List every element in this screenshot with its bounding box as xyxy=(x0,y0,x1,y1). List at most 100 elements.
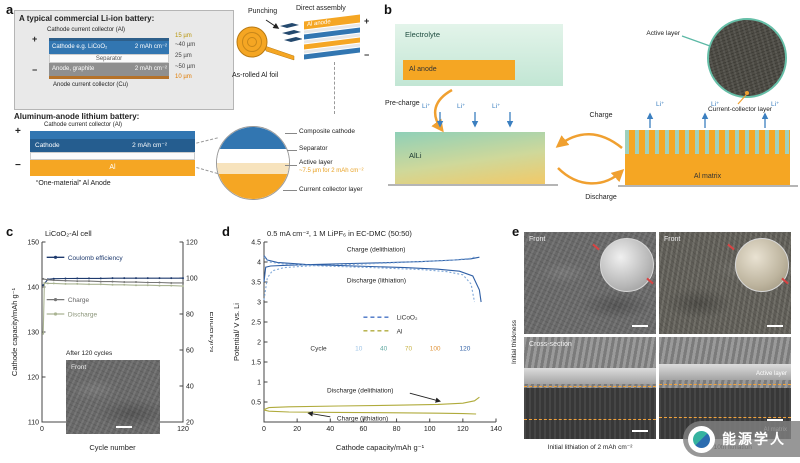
svg-text:Cathode capacity/mAh g⁻¹: Cathode capacity/mAh g⁻¹ xyxy=(336,443,425,452)
matrix-fingers xyxy=(625,130,790,154)
scale-bar xyxy=(632,325,648,327)
al-collector-layer xyxy=(30,131,195,139)
svg-text:0.5 mA cm⁻², 1 M LiPF₆ in EC-D: 0.5 mA cm⁻², 1 M LiPF₆ in EC-DMC (50:50) xyxy=(267,229,412,238)
svg-text:120: 120 xyxy=(27,375,39,382)
li-ion-label-4: Li⁺ xyxy=(656,101,665,108)
svg-text:Charge (lithiation): Charge (lithiation) xyxy=(337,416,388,423)
al-matrix-box: Al matrix xyxy=(625,130,790,185)
al-matrix-label: Al matrix xyxy=(693,172,722,180)
commercial-battery-box: A typical commercial Li-ion battery: Cat… xyxy=(14,10,234,110)
commercial-title: A typical commercial Li-ion battery: xyxy=(19,14,155,23)
cathode-capacity: 2 mAh cm⁻² xyxy=(134,44,167,50)
minus-terminal: − xyxy=(32,65,38,75)
svg-text:150: 150 xyxy=(27,240,39,247)
scale-bar xyxy=(767,419,783,421)
watermark-logo-icon xyxy=(688,425,715,453)
electrode-disc-after10 xyxy=(735,238,789,292)
zoom-separator-label: Separator xyxy=(299,145,328,152)
watermark: 能源学人 xyxy=(683,421,800,457)
leader-active xyxy=(285,165,297,166)
al-capacity-label: 2 mAh cm⁻² xyxy=(132,142,167,149)
cathode-layer: Cathode e.g. LiCoO₂ 2 mAh cm⁻² xyxy=(49,41,169,54)
leader-collector xyxy=(283,190,297,191)
discharge-label: Discharge xyxy=(585,194,617,201)
zoom-active-layer-band xyxy=(217,163,289,174)
al-label: Al xyxy=(109,164,116,171)
svg-text:40: 40 xyxy=(380,346,388,353)
svg-text:2: 2 xyxy=(257,340,261,347)
svg-text:0.5: 0.5 xyxy=(251,400,261,407)
panel-a-label: a xyxy=(6,2,14,17)
electrolyte-label: Electrolyte xyxy=(405,30,441,39)
collector-layer-callout: Current-collector layer xyxy=(708,106,772,113)
active-layer-band xyxy=(524,367,656,384)
chart-c: 0408012011012013014015020406080100120LiC… xyxy=(10,229,213,452)
pre-charge-label: Pre-charge xyxy=(385,100,420,107)
alli-substrate xyxy=(388,184,558,186)
al-anode-bar-label: Al anode xyxy=(409,66,437,73)
al-collector-label: Cathode current collector (Al) xyxy=(44,122,123,128)
svg-text:140: 140 xyxy=(490,426,502,433)
cross-section-upper xyxy=(659,337,791,388)
scale-bar xyxy=(632,430,648,432)
panel-b-label: b xyxy=(384,2,392,17)
caption-initial-lithiation: Initial lithiation of 2 mAh cm⁻² xyxy=(547,444,633,451)
one-material-anode-label: “One-material” Al Anode xyxy=(36,180,111,187)
separator-label: Separator xyxy=(95,56,123,62)
anode-name: Anode, graphite xyxy=(52,66,95,72)
alli-label: AlLi xyxy=(409,151,422,160)
svg-text:60: 60 xyxy=(360,426,368,433)
al-separator-layer xyxy=(30,152,195,160)
thickness-label-4: ~50 µm xyxy=(175,64,196,70)
al-cathode-layer: Cathode 2 mAh cm⁻² xyxy=(30,139,195,152)
svg-text:120: 120 xyxy=(186,240,198,247)
li-ion-label-1: Li⁺ xyxy=(422,103,431,110)
active-layer-annotation: Active layer xyxy=(755,371,787,377)
thickness-label-2: ~40 µm xyxy=(175,42,196,48)
svg-text:120: 120 xyxy=(177,426,189,433)
al-battery-title: Aluminum-anode lithium battery: xyxy=(14,112,140,121)
sem-cross-section-after10: Active layer Al matrix xyxy=(659,337,791,439)
front-label-right: Front xyxy=(664,236,681,243)
svg-text:70: 70 xyxy=(405,346,413,353)
svg-text:Al: Al xyxy=(397,328,403,335)
cross-section-label: Cross-section xyxy=(529,341,572,348)
svg-text:1.5: 1.5 xyxy=(251,360,261,367)
cathode-collector-layer xyxy=(49,38,169,41)
thickness-label-3: 25 µm xyxy=(175,53,192,59)
al-cathode-label: Cathode xyxy=(35,142,60,149)
boundary-dash-line xyxy=(524,385,656,387)
zoom-composite-label: Composite cathode xyxy=(299,128,356,135)
sem-cross-section-initial: Cross-section xyxy=(524,337,656,439)
svg-text:80: 80 xyxy=(186,312,194,319)
assembly-connector xyxy=(334,62,335,114)
zoom-active-note: ~7.5 µm for 2 mAh cm⁻² xyxy=(299,168,364,174)
svg-text:1: 1 xyxy=(257,380,261,387)
svg-text:140: 140 xyxy=(27,285,39,292)
svg-text:40: 40 xyxy=(326,426,334,433)
sem-front-initial: Front xyxy=(524,232,656,334)
svg-text:100: 100 xyxy=(424,426,436,433)
svg-text:3: 3 xyxy=(257,300,261,307)
svg-text:LiCoO₂: LiCoO₂ xyxy=(397,315,418,322)
punching-label: Punching xyxy=(248,8,278,15)
cathode-collector-label: Cathode current collector (Al) xyxy=(47,27,126,33)
svg-text:20: 20 xyxy=(186,420,194,427)
matrix-substrate xyxy=(618,185,798,187)
svg-text:Cathode capacity/mAh g⁻¹: Cathode capacity/mAh g⁻¹ xyxy=(10,287,19,376)
svg-text:0: 0 xyxy=(262,426,266,433)
al-anode-bar: Al anode xyxy=(403,60,515,80)
svg-text:Charge (delithiation): Charge (delithiation) xyxy=(347,246,406,253)
cathode-name: Cathode e.g. LiCoO₂ xyxy=(52,44,108,50)
inset-caption: After 120 cycles xyxy=(66,350,113,357)
scale-bar xyxy=(116,426,132,428)
panel-c-inset-sem: Front xyxy=(66,360,160,434)
svg-text:0: 0 xyxy=(40,426,44,433)
zoom-connector-top xyxy=(196,137,218,144)
foil-label: As-rolled Al foil xyxy=(232,72,279,79)
registration-mark xyxy=(727,243,735,251)
zoom-collector-label: Current collector layer xyxy=(299,186,363,193)
boundary-dash-line xyxy=(659,383,791,385)
